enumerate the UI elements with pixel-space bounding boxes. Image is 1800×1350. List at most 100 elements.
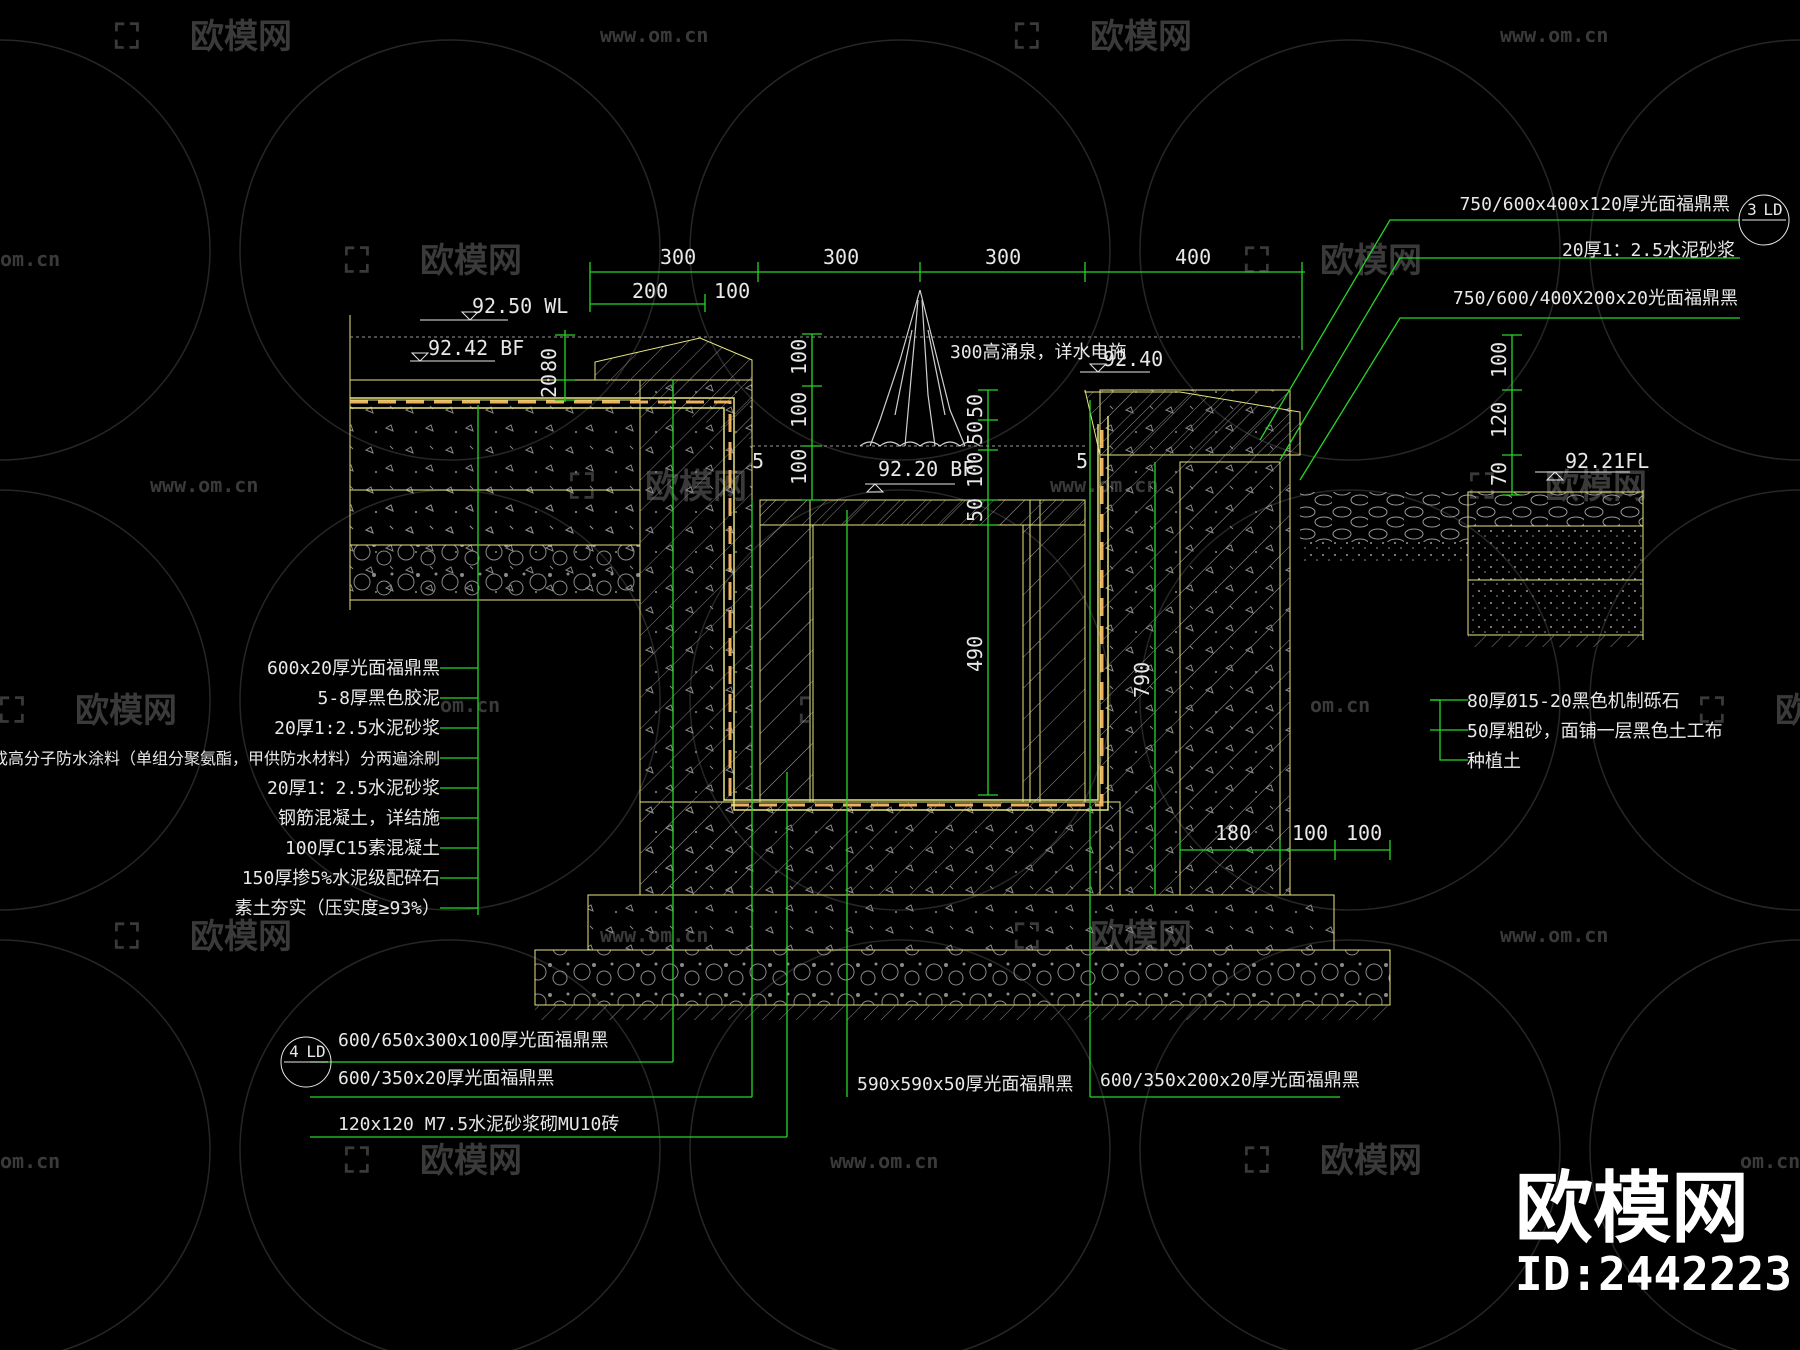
bottom-label-3: 120x120 M7.5水泥砂浆砌MU10砖 — [338, 1114, 619, 1135]
brand-stamp: 欧模网 ID:2442223 — [1515, 1164, 1792, 1301]
watermark-logo: 欧模网 — [1320, 1141, 1422, 1181]
watermark-logo: 欧模网 — [75, 691, 177, 731]
fountain-jet-icon — [859, 289, 981, 447]
callout-4-num: 4 — [289, 1042, 299, 1061]
elevation-labels: 92.50 WL 92.42 BF 92.40 92.20 BF 92.21FL — [428, 294, 1649, 481]
vdim-r2: 50 — [963, 421, 987, 445]
bottom-label-5: 600/350x200x20厚光面福鼎黑 — [1100, 1070, 1360, 1091]
watermark-url: www.om.cn — [830, 1149, 938, 1173]
watermark-logo: 欧模网 — [190, 17, 292, 57]
watermark-url-short: om.cn — [1310, 693, 1370, 717]
watermark-logo: 欧模网 — [1090, 17, 1192, 57]
left-layer-2: 5-8厚黑色胶泥 — [317, 688, 440, 709]
elev-bf-left: 92.42 BF — [428, 336, 524, 360]
left-layer-1: 600x20厚光面福鼎黑 — [267, 658, 440, 679]
base-slab — [639, 801, 1121, 896]
watermark-url: www.om.cn — [150, 473, 258, 497]
foundation — [534, 894, 1391, 1020]
right-mid-1: 80厚Ø15-20黑色机制砾石 — [1467, 691, 1680, 712]
vdim-far-1: 100 — [1487, 342, 1511, 378]
watermark-circle — [0, 489, 211, 911]
watermark-circle — [1589, 39, 1800, 461]
vdim-far-3: 70 — [1487, 462, 1511, 486]
bottom-dimension-labels: 180 100 100 — [1215, 821, 1382, 845]
watermark-logo: 欧模网 — [190, 917, 292, 957]
dim-top-2: 300 — [823, 245, 859, 269]
fountain-note: 300高涌泉，详水电施 — [950, 342, 1127, 363]
right-planting-section — [1300, 490, 1644, 647]
vdim-small-right: 5 — [1076, 449, 1088, 473]
watermark-circle — [1139, 939, 1561, 1350]
basin-inner — [759, 499, 1086, 803]
watermark-logo: 欧模网 — [1775, 691, 1800, 731]
left-layer-9: 素土夯实（压实度≥93%） — [235, 898, 440, 919]
watermark-circle — [689, 39, 1111, 461]
detail-callout-3 — [1738, 194, 1790, 246]
right-top-1: 750/600x400x120厚光面福鼎黑 — [1459, 194, 1730, 215]
sofa-logo-icon: ⛶ — [1244, 1141, 1270, 1181]
watermark-logo: 欧模网 — [1320, 241, 1422, 281]
left-layer-6: 钢筋混凝土，详结施 — [278, 808, 440, 829]
vdim-c2: 100 — [787, 392, 811, 428]
sofa-logo-icon: ⛶ — [114, 17, 140, 57]
callout-texts: 3 LD 4 LD — [289, 200, 1782, 1061]
vertical-dimension-labels: 80 20 100 100 100 5 5 50 50 100 50 490 7… — [537, 339, 1511, 698]
right-top-2: 20厚1：2.5水泥砂浆 — [1562, 240, 1735, 261]
watermark-circle — [1139, 39, 1561, 461]
sofa-logo-icon: ⛶ — [344, 1141, 370, 1181]
bdim-3: 100 — [1346, 821, 1382, 845]
left-layer-5: 20厚1：2.5水泥砂浆 — [267, 778, 440, 799]
sofa-logo-icon: ⛶ — [1699, 691, 1725, 731]
bottom-label-1: 600/650x300x100厚光面福鼎黑 — [338, 1030, 609, 1051]
vdim-right-depth: 790 — [1130, 662, 1154, 698]
elevation-markers — [410, 311, 1630, 493]
vdim-left-80: 80 — [537, 348, 561, 372]
bdim-2: 100 — [1292, 821, 1328, 845]
watermark-url: www.om.cn — [600, 23, 708, 47]
left-layer-4: 1.5厚合成高分子防水涂料（单组分聚氨酯，甲供防水材料）分两遍涂刷 — [0, 749, 440, 768]
right-top-labels: 750/600x400x120厚光面福鼎黑 20厚1：2.5水泥砂浆 750/6… — [1453, 194, 1738, 309]
left-layer-labels: 600x20厚光面福鼎黑 5-8厚黑色胶泥 20厚1:2.5水泥砂浆 1.5厚合… — [0, 658, 440, 919]
watermark-circle — [1589, 489, 1800, 911]
watermark-circle — [0, 939, 211, 1350]
vdim-c1: 100 — [787, 339, 811, 375]
right-mid-2: 50厚粗砂，面铺一层黑色土工布 — [1467, 721, 1723, 742]
elev-fl-right: 92.21FL — [1565, 449, 1649, 473]
brand-id: ID:2442223 — [1515, 1247, 1792, 1301]
vdim-left-20: 20 — [537, 374, 561, 398]
waterproof-membrane — [350, 400, 1104, 807]
left-layer-7: 100厚C15素混凝土 — [285, 838, 440, 859]
elev-top-right: 92.40 — [1103, 347, 1163, 371]
brand-name: 欧模网 — [1515, 1164, 1749, 1254]
left-layer-3: 20厚1:2.5水泥砂浆 — [274, 718, 440, 739]
vdim-small-left: 5 — [752, 449, 764, 473]
elev-wl: 92.50 WL — [472, 294, 568, 318]
elev-bf-center: 92.20 BF — [878, 457, 974, 481]
right-wall — [1084, 389, 1301, 896]
dim-sub-1: 200 — [632, 279, 668, 303]
bdim-1: 180 — [1215, 821, 1251, 845]
sofa-logo-icon: ⛶ — [1244, 241, 1270, 281]
sofa-logo-icon: ⛶ — [0, 691, 25, 731]
watermark-logo: 欧模网 — [420, 241, 522, 281]
watermark-circle — [1589, 939, 1800, 1350]
vdim-r1: 50 — [963, 394, 987, 418]
vdim-far-2: 120 — [1487, 402, 1511, 438]
callout-3-sheet: LD — [1763, 200, 1782, 219]
top-dimension-labels: 300 300 300 400 200 100 — [632, 245, 1211, 303]
sofa-logo-icon: ⛶ — [344, 241, 370, 281]
watermark-url-short: om.cn — [1740, 1149, 1800, 1173]
dimension-lines — [310, 219, 1740, 1138]
vdim-c3: 100 — [787, 449, 811, 485]
sofa-logo-icon: ⛶ — [114, 917, 140, 957]
vdim-r3: 100 — [963, 452, 987, 488]
callout-3-num: 3 — [1747, 200, 1757, 219]
right-mid-labels: 80厚Ø15-20黑色机制砾石 50厚粗砂，面铺一层黑色土工布 种植土 — [1467, 691, 1723, 772]
sofa-logo-icon: ⛶ — [1014, 17, 1040, 57]
detail-callout-4 — [280, 1036, 332, 1088]
right-mid-3: 种植土 — [1467, 751, 1521, 772]
bottom-label-2: 600/350x20厚光面福鼎黑 — [338, 1068, 554, 1089]
watermark-url: www.om.cn — [1500, 923, 1608, 947]
dim-sub-2: 100 — [714, 279, 750, 303]
